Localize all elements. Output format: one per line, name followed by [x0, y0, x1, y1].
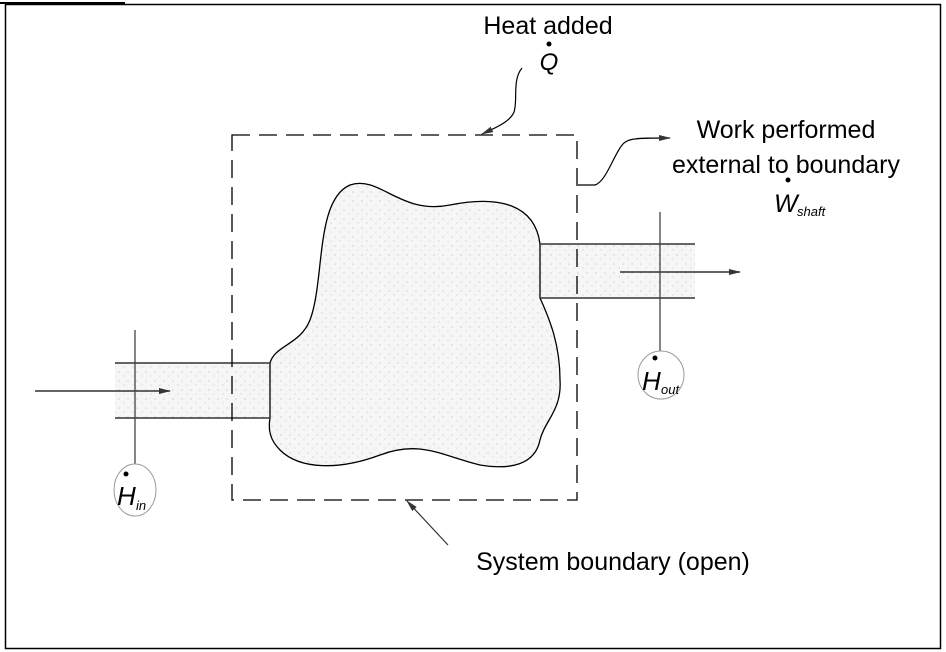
work-subscript: shaft: [797, 204, 827, 219]
heat-leader-arrow: [481, 67, 523, 135]
frame-border: [4, 3, 942, 650]
enthalpy-in-bubble: [113, 463, 157, 517]
enthalpy-out-symbol: H: [642, 366, 661, 396]
enthalpy-out-bubble: [637, 350, 685, 400]
work-leader-arrow: [578, 135, 671, 186]
enthalpy-out-subscript: out: [661, 382, 680, 397]
outlet-pipe-fill: [535, 244, 695, 298]
heat-dot: [546, 41, 552, 47]
heat-added-label: Heat added: [483, 12, 612, 40]
heat-symbol: Q: [540, 49, 559, 76]
control-volume-blob: [268, 182, 561, 468]
enthalpy-in-dot: [123, 471, 129, 477]
work-label-line1: Work performed: [697, 116, 876, 144]
work-symbol: W: [774, 190, 800, 218]
system-boundary-label: System boundary (open): [476, 548, 750, 576]
enthalpy-out-dot: [652, 355, 658, 361]
enthalpy-in-symbol: H: [117, 481, 136, 511]
boundary-leader-arrow: [406, 500, 449, 546]
enthalpy-in-subscript: in: [136, 498, 146, 513]
work-dot: [785, 177, 791, 183]
system-boundary-box: [231, 134, 578, 501]
work-label-line2: external to boundary: [672, 151, 900, 179]
